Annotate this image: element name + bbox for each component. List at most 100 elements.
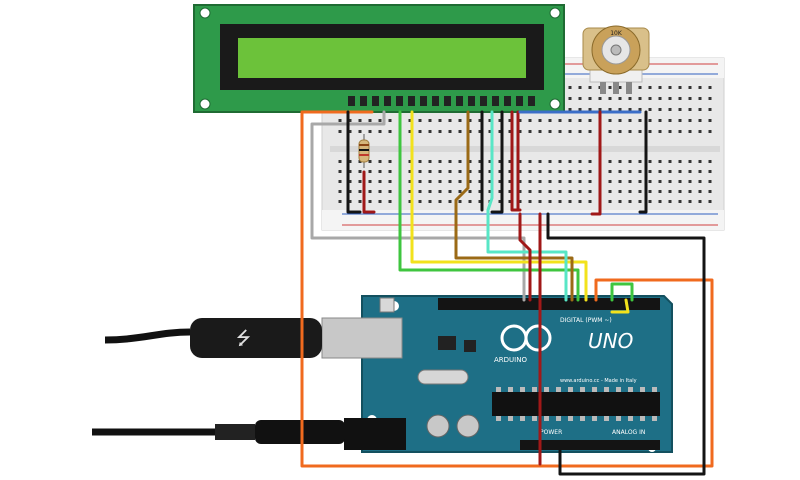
breadboard-hole [628,160,632,163]
breadboard-hole [358,170,362,173]
chip-pin [496,387,501,392]
breadboard-hole [458,130,462,133]
breadboard-hole [428,170,432,173]
breadboard-hole [488,160,492,163]
breadboard-hole [658,86,662,89]
breadboard-hole [528,170,532,173]
breadboard-hole [468,160,472,163]
breadboard-hole [538,119,542,122]
breadboard-hole [418,160,422,163]
breadboard-hole [368,130,372,133]
breadboard-hole [488,190,492,193]
breadboard-hole [688,190,692,193]
breadboard-hole [338,160,342,163]
chip-pin [628,387,633,392]
breadboard-hole [578,119,582,122]
breadboard-hole [618,190,622,193]
breadboard-hole [638,180,642,183]
breadboard-hole [598,108,602,111]
breadboard-hole [498,200,502,203]
breadboard-hole [658,170,662,173]
chip-pin [580,416,585,421]
breadboard-hole [558,200,562,203]
breadboard-hole [628,180,632,183]
wire-brown-d4 [454,110,574,302]
breadboard-hole [588,180,592,183]
breadboard-hole [648,190,652,193]
lcd-pin [504,96,511,106]
breadboard-hole [608,160,612,163]
board-url-label: www.arduino.cc - Made in Italy [560,378,637,384]
breadboard-hole [588,86,592,89]
breadboard-hole [408,130,412,133]
breadboard-hole [648,180,652,183]
breadboard-hole [388,119,392,122]
breadboard-hole [608,170,612,173]
breadboard-hole [578,97,582,100]
chip-pin [592,387,597,392]
breadboard-hole [448,180,452,183]
breadboard-hole [548,200,552,203]
breadboard-hole [598,97,602,100]
breadboard-hole [428,190,432,193]
breadboard-hole [568,160,572,163]
breadboard-hole [698,190,702,193]
wire-cyan-d5 [486,110,568,302]
breadboard-hole [678,130,682,133]
breadboard-hole [418,119,422,122]
breadboard-hole [438,160,442,163]
breadboard-hole [578,108,582,111]
breadboard-hole [658,160,662,163]
breadboard-hole [688,130,692,133]
breadboard-hole [538,160,542,163]
breadboard-hole [588,108,592,111]
breadboard-hole [698,200,702,203]
breadboard-hole [368,160,372,163]
breadboard-hole [688,97,692,100]
chip-pin [520,416,525,421]
breadboard-hole [438,130,442,133]
breadboard-hole [368,119,372,122]
breadboard-hole [408,180,412,183]
breadboard-hole [568,180,572,183]
lcd-pin [492,96,499,106]
breadboard-hole [678,190,682,193]
breadboard-hole [478,130,482,133]
breadboard-hole [358,160,362,163]
breadboard-hole [688,200,692,203]
breadboard-hole [638,190,642,193]
breadboard-hole [348,160,352,163]
breadboard-hole [338,130,342,133]
breadboard-hole [688,170,692,173]
breadboard-hole [348,130,352,133]
breadboard-hole [638,119,642,122]
breadboard-hole [668,86,672,89]
power-header-label: POWER [540,429,562,436]
breadboard-hole [608,97,612,100]
breadboard-hole [588,190,592,193]
usb-port [321,317,403,359]
chip-pin [544,416,549,421]
breadboard-hole [648,97,652,100]
breadboard-hole [638,200,642,203]
breadboard-hole [648,170,652,173]
breadboard-hole [648,108,652,111]
breadboard-hole [568,86,572,89]
chip-pin [616,387,621,392]
breadboard-hole [558,190,562,193]
breadboard-hole [568,119,572,122]
breadboard-hole [508,119,512,122]
breadboard-hole [488,119,492,122]
breadboard-hole [538,180,542,183]
breadboard-hole [478,170,482,173]
breadboard-hole [518,200,522,203]
breadboard-hole [648,200,652,203]
breadboard-hole [708,130,712,133]
breadboard-hole [488,170,492,173]
breadboard-hole [508,190,512,193]
chip-pin [628,416,633,421]
breadboard-hole [518,190,522,193]
breadboard-hole [588,160,592,163]
usb-cable: ⭍ [104,318,322,358]
breadboard-hole [568,108,572,111]
